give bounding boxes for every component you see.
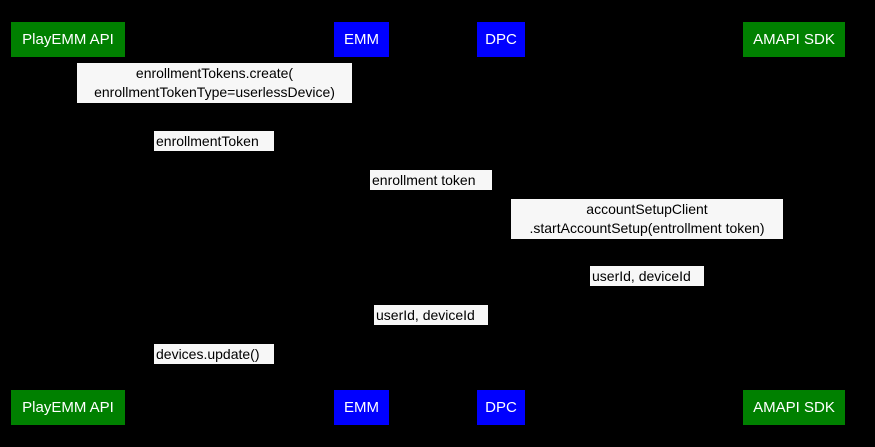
message-label-enrollment-token-to-dpc: enrollment token [370, 170, 492, 190]
message-label-account-setup-client-start: accountSetupClient .startAccountSetup(en… [511, 199, 783, 239]
participant-label: AMAPI SDK [753, 31, 835, 48]
participant-amapi-sdk-bottom[interactable]: AMAPI SDK [743, 390, 845, 425]
message-label-userid-deviceid-to-emm: userId, deviceId [374, 305, 488, 325]
participant-emm-bottom[interactable]: EMM [334, 390, 389, 425]
lifeline-amapi-sdk [793, 57, 794, 390]
participant-playemm-api-bottom[interactable]: PlayEMM API [11, 390, 125, 425]
message-arrow-1 [67, 104, 361, 105]
participant-dpc-bottom[interactable]: DPC [477, 390, 525, 425]
participant-emm-top[interactable]: EMM [334, 22, 389, 57]
lifeline-emm [361, 57, 362, 390]
participant-amapi-sdk-top[interactable]: AMAPI SDK [743, 22, 845, 57]
message-arrow-3 [361, 191, 500, 192]
message-arrow-2 [67, 152, 361, 153]
participant-label: DPC [485, 399, 517, 416]
participant-label: PlayEMM API [22, 31, 114, 48]
participant-label: AMAPI SDK [753, 399, 835, 416]
lifeline-dpc [500, 57, 501, 390]
message-arrow-7 [67, 365, 361, 366]
message-label-enrollment-token-response: enrollmentToken [154, 131, 274, 151]
participant-label: DPC [485, 31, 517, 48]
participant-label: EMM [344, 399, 379, 416]
lifeline-playemm-api [67, 57, 68, 390]
message-label-userid-deviceid-from-sdk: userId, deviceId [590, 266, 704, 286]
participant-label: PlayEMM API [22, 399, 114, 416]
message-label-devices-update: devices.update() [154, 344, 274, 364]
message-arrow-5 [500, 287, 793, 288]
message-label-enrollment-tokens-create: enrollmentTokens.create( enrollmentToken… [77, 63, 352, 103]
participant-dpc-top[interactable]: DPC [477, 22, 525, 57]
participant-label: EMM [344, 31, 379, 48]
participant-playemm-api-top[interactable]: PlayEMM API [11, 22, 125, 57]
message-arrow-4 [500, 240, 793, 241]
message-arrow-6 [361, 326, 500, 327]
